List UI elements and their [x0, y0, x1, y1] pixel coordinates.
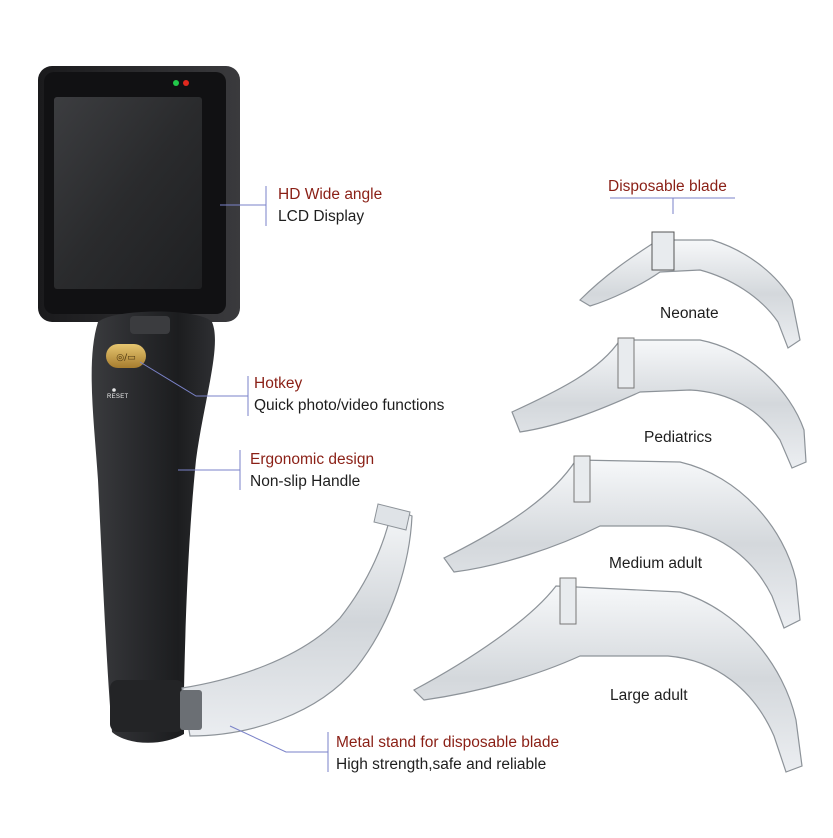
hotkey-button [106, 344, 146, 368]
handle: ◎/▭ [91, 311, 215, 743]
blade-size-neonate: Neonate [660, 305, 719, 322]
stand-title: Metal stand for disposable blade [336, 734, 560, 751]
handle-body [91, 311, 215, 743]
handle-title: Ergonomic design [250, 451, 375, 468]
red-led-icon [183, 80, 189, 86]
blade-medium-adult [443, 455, 801, 629]
blade-heading-text: Disposable blade [608, 178, 727, 195]
blade-size-large-adult: Large adult [610, 687, 688, 704]
attached-blade [180, 503, 413, 737]
leader-stand [229, 725, 328, 753]
stand-callout: Metal stand for disposable blade High st… [336, 732, 559, 776]
display-callout: HD Wide angle LCD Display [278, 184, 382, 228]
blade-heading: Disposable blade [608, 176, 727, 198]
hinge [130, 316, 170, 334]
hotkey-subtitle: Quick photo/video functions [254, 397, 445, 414]
blade-pediatrics [511, 337, 807, 469]
lcd-screen [54, 97, 202, 289]
blade-neonate [579, 231, 801, 349]
blade-size-medium-adult: Medium adult [609, 555, 703, 572]
handle-base [110, 680, 184, 732]
camera-video-icon: ◎/▭ [116, 353, 135, 363]
green-led-icon [173, 80, 179, 86]
display-title: HD Wide angle [278, 186, 383, 203]
display-subtitle: LCD Display [278, 208, 365, 225]
leader-hotkey [139, 361, 248, 397]
metal-stand [180, 690, 202, 730]
handle-subtitle: Non-slip Handle [250, 473, 361, 490]
blade-large-adult [413, 577, 803, 773]
hotkey-callout: Hotkey Quick photo/video functions [254, 373, 444, 417]
stand-subtitle: High strength,safe and reliable [336, 756, 547, 773]
reset-hole-icon [112, 388, 116, 392]
reset-label: RESET [107, 394, 129, 400]
hotkey-title: Hotkey [254, 375, 303, 392]
lcd-monitor [38, 66, 240, 322]
handle-callout: Ergonomic design Non-slip Handle [250, 449, 374, 493]
blade-size-pediatrics: Pediatrics [644, 429, 713, 446]
leader-lines [139, 186, 735, 772]
